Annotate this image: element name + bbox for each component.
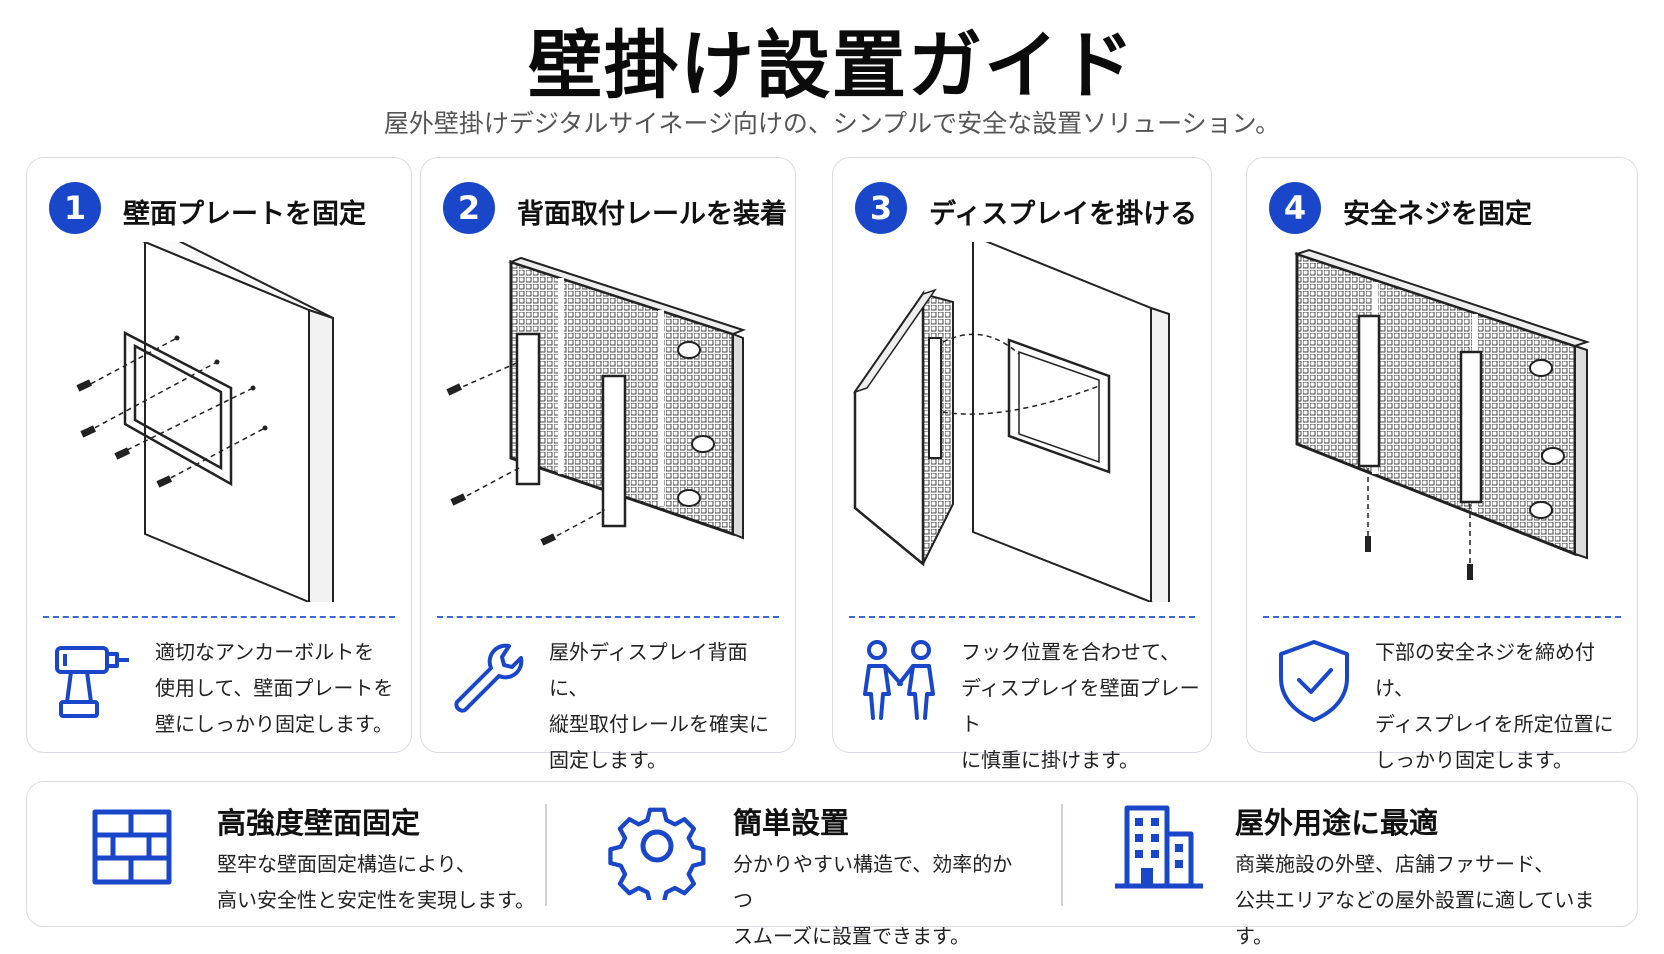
feature-title: 高強度壁面固定	[217, 806, 421, 840]
feature-description: 分かりやすい構造で、効率的かつ スムーズに設置できます。	[733, 852, 1013, 948]
step-title: ディスプレイを掛ける	[929, 199, 1198, 230]
wall-plate-illustration	[76, 242, 334, 602]
gear-icon	[608, 807, 706, 900]
step-description: 屋外ディスプレイ背面に、 縦型取付レールを確実に 固定します。	[549, 640, 769, 772]
feature-outdoor-use: 屋外用途に最適 商業施設の外壁、店舗ファサード、 公共エリアなどの屋外設置に適し…	[1089, 782, 1629, 948]
dashed-divider	[849, 616, 1195, 618]
brick-wall-icon	[92, 809, 172, 885]
feature-wall-strength: 高強度壁面固定 堅牢な壁面固定構造により、 高い安全性と安定性を実現します。	[71, 782, 551, 928]
step-card-4: 4 安全ネジを固定 下部の安全ネジを締め付け、 ディスプレイを所定位置に しっか…	[1246, 157, 1638, 772]
features-panel: 高強度壁面固定 堅牢な壁面固定構造により、 高い安全性と安定性を実現します。 簡…	[26, 781, 1638, 948]
feature-title: 簡単設置	[733, 806, 850, 840]
page-subtitle: 屋外壁掛けデジタルサイネージ向けの、シンプルで安全な設置ソリューション。	[383, 109, 1281, 138]
wrench-icon	[454, 643, 524, 713]
feature-divider	[545, 804, 547, 906]
safety-screw-illustration	[1293, 248, 1591, 580]
two-people-icon	[863, 640, 935, 720]
step-number: 2	[443, 182, 495, 234]
step-card-1: 1 壁面プレートを固定	[26, 157, 412, 753]
step-title: 壁面プレートを固定	[123, 199, 366, 230]
feature-description: 商業施設の外壁、店舗ファサード、 公共エリアなどの屋外設置に適しています。	[1235, 852, 1595, 948]
dashed-divider	[437, 616, 779, 618]
step-card-3: 3 ディスプレイを掛ける フック位置を合わせて、 ディスプレイを壁面プレート に…	[832, 157, 1212, 772]
hanging-display-illustration	[853, 242, 1170, 602]
drill-icon	[55, 646, 129, 718]
step-description: フック位置を合わせて、 ディスプレイを壁面プレート に慎重に掛けます。	[961, 640, 1200, 772]
dashed-divider	[1263, 616, 1621, 618]
step-title: 安全ネジを固定	[1343, 199, 1532, 230]
step-number: 3	[855, 182, 907, 234]
feature-description: 堅牢な壁面固定構造により、 高い安全性と安定性を実現します。	[217, 852, 535, 912]
mounting-rail-illustration	[446, 256, 746, 546]
feature-divider	[1061, 804, 1063, 906]
page-title: 壁掛け設置ガイド	[528, 23, 1136, 109]
step-number: 1	[49, 182, 101, 234]
step-number: 4	[1269, 182, 1321, 234]
feature-title: 屋外用途に最適	[1235, 806, 1439, 840]
shield-check-icon	[1279, 640, 1349, 722]
step-description: 適切なアンカーボルトを 使用して、壁面プレートを 壁にしっかり固定します。	[155, 640, 394, 736]
building-icon	[1115, 805, 1203, 889]
step-title: 背面取付レールを装着	[517, 199, 787, 230]
step-card-2: 2 背面取付レールを装着 屋外ディスプレイ背面に、 縦型取付レールを確実に 固定…	[420, 157, 796, 772]
dashed-divider	[43, 616, 395, 618]
feature-easy-install: 簡単設置 分かりやすい構造で、効率的かつ スムーズに設置できます。	[587, 782, 1027, 948]
step-description: 下部の安全ネジを締め付け、 ディスプレイを所定位置に しっかり固定します。	[1375, 640, 1614, 772]
